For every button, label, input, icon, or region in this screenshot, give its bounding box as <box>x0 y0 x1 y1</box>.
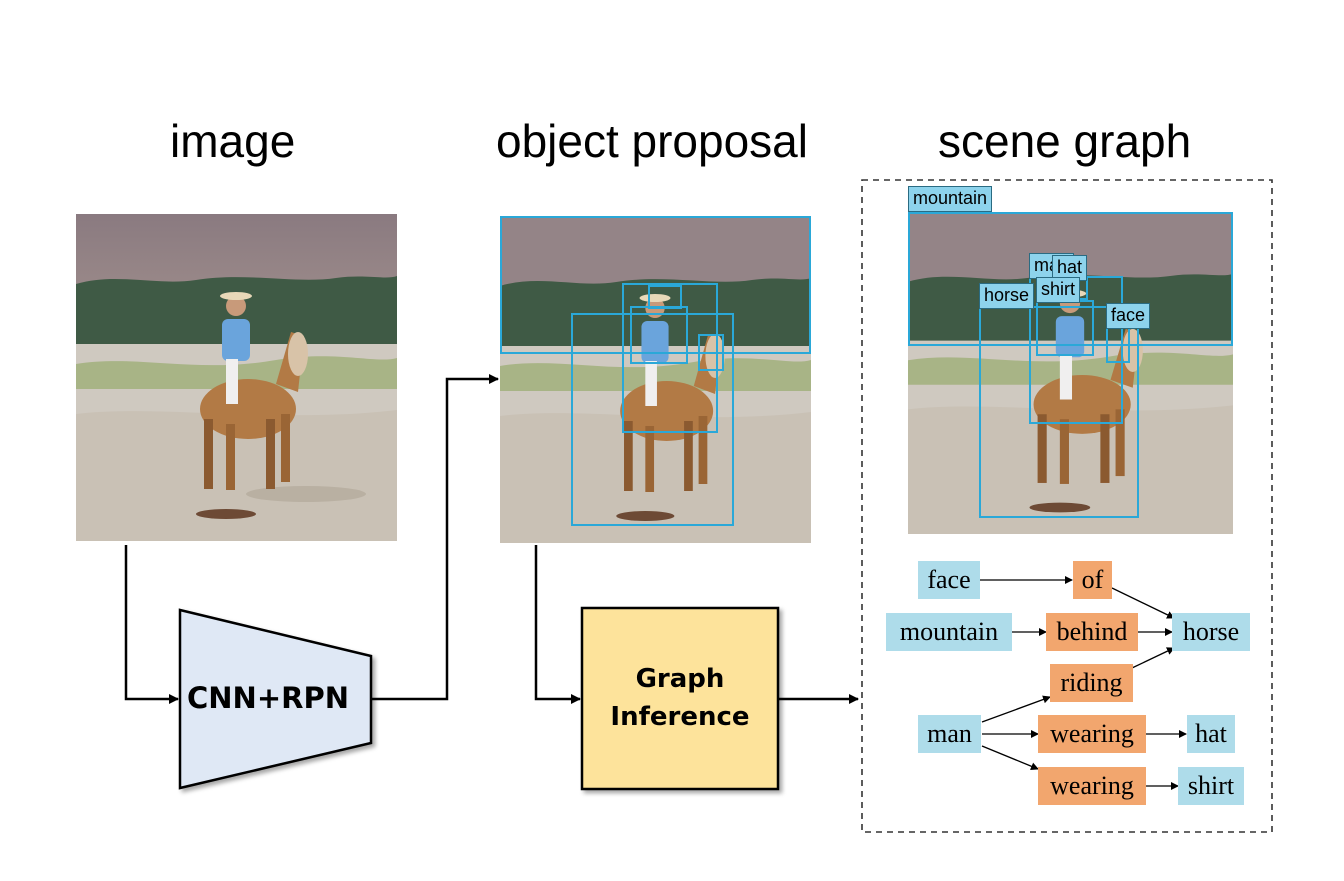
arrow-cnn-to-proposal <box>371 374 499 701</box>
node-shirt: shirt <box>1178 767 1244 805</box>
proposal-box-face <box>698 334 724 371</box>
horse-rider-photo <box>76 214 397 541</box>
tag-mountain: mountain <box>908 186 993 212</box>
scene-box-horse <box>979 306 1139 518</box>
arrow-image-to-cnn <box>124 545 179 704</box>
input-photo <box>76 214 397 541</box>
heading-scene-graph: scene graph <box>938 115 1192 167</box>
proposal-box-shirt <box>630 306 688 364</box>
node-man: man <box>918 715 981 753</box>
node-face: face <box>918 561 980 599</box>
heading-image: image <box>170 115 296 167</box>
arrow-proposal-to-graph <box>534 545 581 704</box>
node-horse: horse <box>1172 613 1250 651</box>
edge-man-riding <box>981 695 1051 723</box>
node-hat: hat <box>1187 715 1235 753</box>
tag-face: face <box>1106 303 1151 329</box>
proposal-box-horse <box>571 313 734 526</box>
scene-graph-photo <box>908 213 1233 534</box>
node-wearing-shirt: wearing <box>1038 767 1146 805</box>
scene-graph-frame <box>861 179 1273 833</box>
scene-box-mountain <box>908 212 1233 346</box>
horse-rider-photo <box>908 213 1233 534</box>
node-wearing-hat: wearing <box>1038 715 1146 753</box>
graph-inference-label-line1: Graph <box>635 664 725 694</box>
proposal-box-mountain <box>500 216 811 354</box>
proposal-box-hat <box>648 285 682 309</box>
node-of: of <box>1073 561 1112 599</box>
tag-shirt: shirt <box>1036 277 1081 303</box>
node-mountain: mountain <box>886 613 1012 651</box>
cnn-rpn-label: CNN+RPN <box>187 681 349 715</box>
proposal-box-man <box>622 283 718 433</box>
scene-graph-edges <box>980 576 1187 790</box>
tag-hat: hat <box>1052 255 1088 281</box>
graph-inference-label-line2: Inference <box>610 702 750 732</box>
heading-object-proposal: object proposal <box>496 115 808 167</box>
edge-riding-horse <box>1131 647 1175 669</box>
node-riding: riding <box>1050 664 1133 702</box>
scene-box-face <box>1106 325 1130 363</box>
edge-of-horse <box>1111 587 1175 619</box>
node-behind: behind <box>1046 613 1138 651</box>
tag-horse: horse <box>979 283 1035 309</box>
graph-inference-module <box>580 606 780 791</box>
edge-man-wearing-shirt <box>981 745 1039 771</box>
cnn-rpn-module <box>178 608 373 790</box>
